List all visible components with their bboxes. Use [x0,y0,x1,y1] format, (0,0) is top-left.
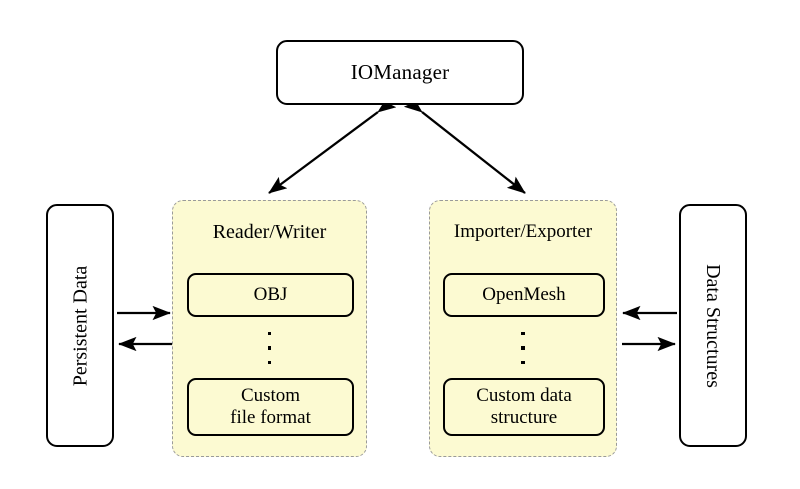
importer-exporter-panel[interactable]: Importer/Exporter OpenMesh Custom data s… [429,200,617,457]
importer-exporter-item-custom-data-structure-label: Custom data structure [476,385,572,430]
reader-writer-item-obj-label: OBJ [253,283,288,305]
persistent-data-node[interactable]: Persistent Data [46,204,114,447]
reader-writer-title: Reader/Writer [212,221,327,243]
custom-data-structure-line1: Custom data [476,384,572,406]
io-manager-node[interactable]: IOManager [276,40,524,105]
importer-exporter-item-custom-data-structure[interactable]: Custom data structure [443,378,605,436]
custom-file-format-line2: file format [230,407,311,428]
reader-writer-panel[interactable]: Reader/Writer OBJ Custom file format [172,200,367,457]
reader-writer-item-obj[interactable]: OBJ [187,273,354,317]
importer-exporter-title: Importer/Exporter [453,221,593,242]
reader-writer-item-custom-file-format[interactable]: Custom file format [187,378,354,436]
arrow-manager-to-importer [403,95,526,194]
reader-writer-ellipsis-icon [173,332,366,364]
data-structures-node[interactable]: Data Structures [679,204,747,447]
importer-exporter-item-openmesh[interactable]: OpenMesh [443,273,605,317]
reader-writer-item-custom-file-format-label: Custom file format [230,385,311,430]
arrow-manager-to-reader [268,95,397,194]
importer-exporter-item-openmesh-label: OpenMesh [482,283,566,305]
custom-file-format-line1: Custom [240,384,301,406]
io-manager-label: IOManager [350,60,450,84]
persistent-data-label: Persistent Data [69,265,91,386]
custom-data-structure-line2: structure [490,407,558,428]
data-structures-label: Data Structures [702,263,725,388]
importer-exporter-ellipsis-icon [430,332,616,364]
